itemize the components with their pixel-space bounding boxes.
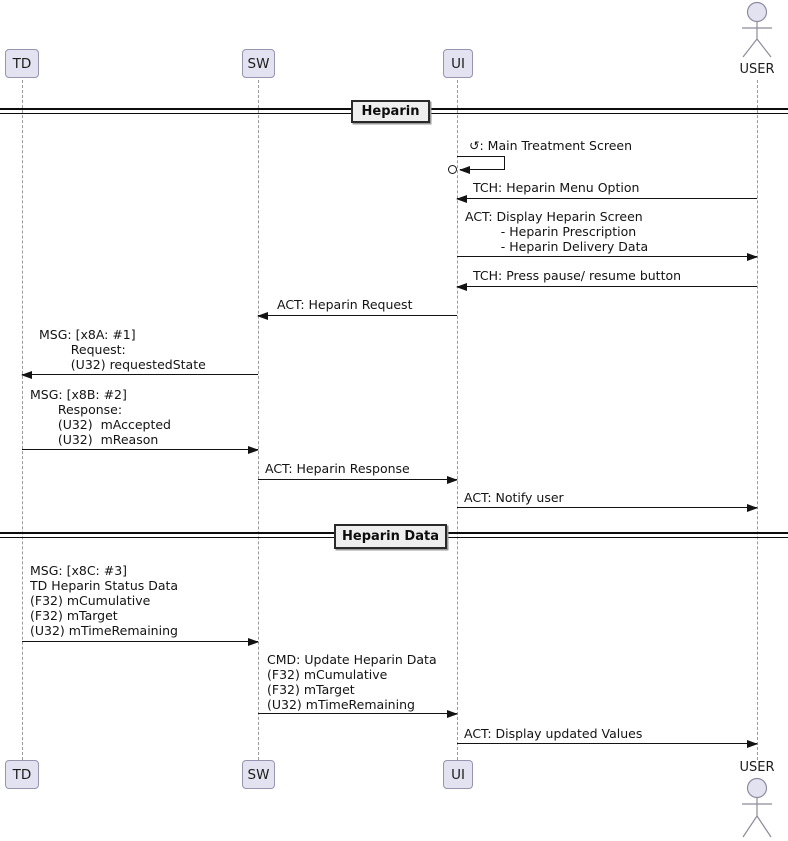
lifeline-sw — [258, 80, 259, 760]
message-arrow — [22, 638, 259, 646]
message-msg-x8a-request: MSG: [x8A: #1] Request: (U32) requestedS… — [39, 327, 206, 372]
message-arrow — [457, 740, 758, 748]
arrowhead-right — [248, 446, 259, 454]
arrowhead-left — [456, 283, 467, 291]
lifeline-td — [22, 80, 23, 760]
self-message-circle-endpoint — [448, 165, 457, 174]
participant-user-bottom-label: USER — [739, 760, 775, 775]
self-message-loop-side — [504, 156, 505, 169]
message-arrow — [21, 371, 258, 379]
arrowhead-left — [459, 166, 470, 174]
message-tch-heparin-menu-option: TCH: Heparin Menu Option — [473, 180, 640, 195]
lifeline-ui — [457, 80, 458, 760]
participant-ui-top: UI — [443, 49, 473, 78]
message-arrow — [456, 195, 757, 203]
divider-heparin-data: Heparin Data — [334, 524, 447, 549]
message-arrow — [258, 710, 458, 718]
user-actor-icon — [742, 777, 772, 838]
message-act-display-heparin-screen: ACT: Display Heparin Screen - Heparin Pr… — [465, 209, 649, 254]
self-message-loop-top — [457, 156, 505, 157]
participant-sw-top: SW — [242, 49, 275, 78]
message-arrow — [457, 504, 758, 512]
arrowhead-right — [747, 253, 758, 261]
message-self-main-treatment-screen: ↺: Main Treatment Screen — [469, 138, 633, 153]
message-cmd-update-heparin-data: CMD: Update Heparin Data (F32) mCumulati… — [267, 652, 437, 712]
message-act-heparin-response: ACT: Heparin Response — [265, 461, 410, 476]
participant-td-bottom: TD — [5, 760, 39, 789]
participant-user-top-label: USER — [739, 62, 775, 77]
arrowhead-left — [456, 195, 467, 203]
message-act-heparin-request: ACT: Heparin Request — [277, 297, 413, 312]
arrowhead-left — [257, 312, 268, 320]
lifeline-user — [757, 80, 758, 760]
arrowhead-right — [447, 476, 458, 484]
arrowhead-left — [21, 371, 32, 379]
message-act-notify-user: ACT: Notify user — [464, 490, 564, 505]
message-arrow — [258, 476, 458, 484]
participant-sw-bottom: SW — [242, 760, 275, 789]
message-arrow — [22, 446, 259, 454]
participant-ui-bottom: UI — [443, 760, 473, 789]
user-actor-icon — [742, 1, 772, 58]
arrowhead-right — [248, 638, 259, 646]
arrowhead-right — [747, 740, 758, 748]
arrowhead-right — [747, 504, 758, 512]
divider-heparin: Heparin — [351, 100, 430, 123]
message-tch-press-pause-resume: TCH: Press pause/ resume button — [473, 268, 682, 283]
message-arrow — [257, 312, 457, 320]
self-message-loop-bottom — [459, 166, 505, 174]
arrowhead-right — [447, 710, 458, 718]
message-msg-x8c-td-heparin-status: MSG: [x8C: #3] TD Heparin Status Data (F… — [30, 563, 179, 638]
participant-td-top: TD — [5, 49, 39, 78]
message-arrow — [456, 283, 757, 291]
message-arrow — [457, 253, 758, 261]
message-msg-x8b-response: MSG: [x8B: #2] Response: (U32) mAccepted… — [30, 387, 171, 447]
message-act-display-updated-values: ACT: Display updated Values — [464, 726, 643, 741]
